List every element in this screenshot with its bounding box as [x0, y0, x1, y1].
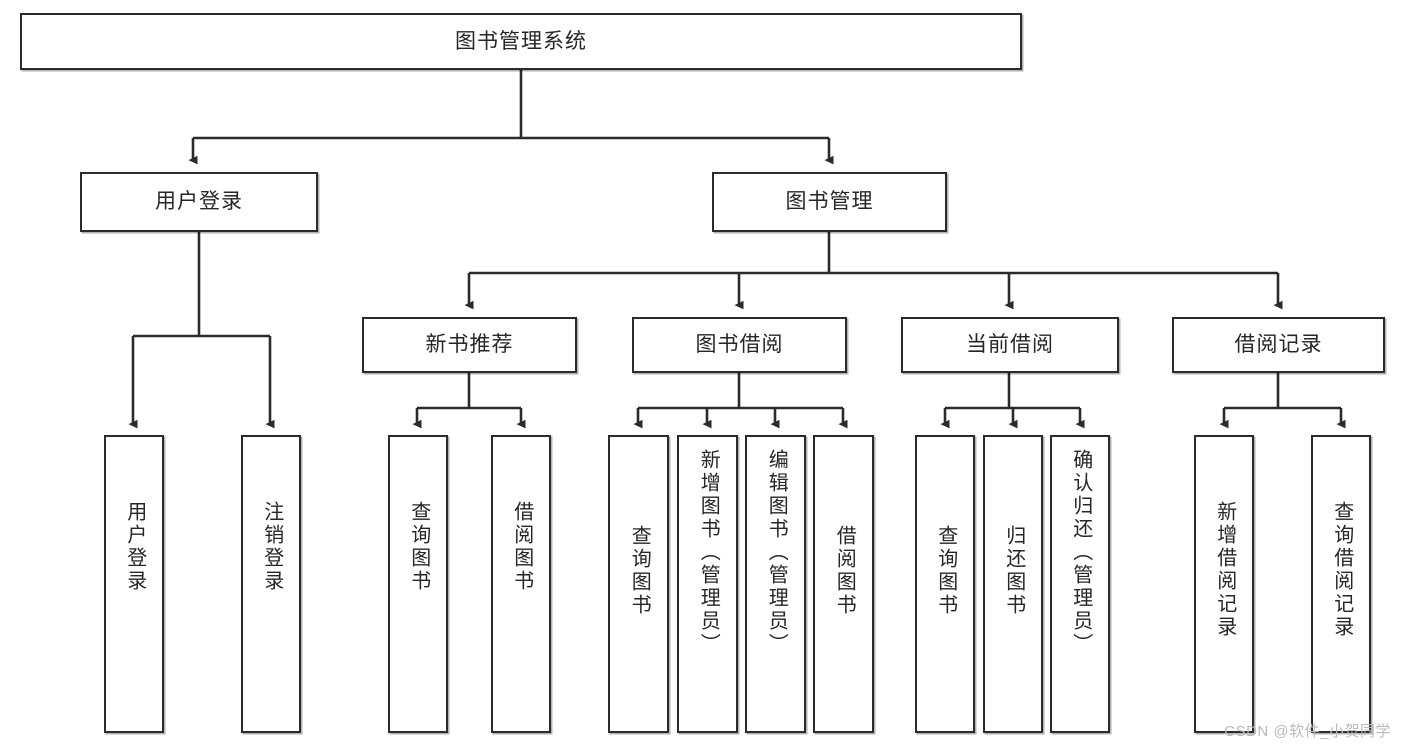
node-leaf-borrow-book-1-label: 借阅图书 — [510, 501, 533, 593]
node-leaf-borrow-book-1[interactable]: 借阅图书 — [491, 435, 551, 733]
node-leaf-user-login-label: 用户登录 — [123, 501, 146, 593]
node-current-borrow[interactable]: 当前借阅 — [901, 317, 1119, 373]
watermark: CSDN @软件_小贺同学 — [1224, 723, 1391, 740]
node-leaf-edit-book-label: 编辑图书（管理员） — [765, 449, 788, 656]
node-book-manage[interactable]: 图书管理 — [712, 172, 947, 232]
node-book-manage-label: 图书管理 — [785, 190, 874, 214]
node-book-borrow-label: 图书借阅 — [695, 333, 784, 357]
node-borrow-record-label: 借阅记录 — [1234, 333, 1323, 357]
node-leaf-query-book-3-label: 查询图书 — [934, 525, 957, 617]
node-leaf-query-book-3[interactable]: 查询图书 — [915, 435, 975, 733]
node-leaf-query-record[interactable]: 查询借阅记录 — [1311, 435, 1371, 733]
node-leaf-add-record-label: 新增借阅记录 — [1213, 501, 1236, 639]
node-leaf-query-record-label: 查询借阅记录 — [1330, 501, 1353, 639]
node-root[interactable]: 图书管理系统 — [20, 13, 1022, 70]
node-new-book-recommend-label: 新书推荐 — [425, 333, 514, 357]
connectors — [128, 70, 1346, 429]
node-current-borrow-label: 当前借阅 — [966, 333, 1054, 357]
node-new-book-recommend[interactable]: 新书推荐 — [362, 317, 577, 373]
node-borrow-record[interactable]: 借阅记录 — [1172, 317, 1385, 373]
node-leaf-return-book[interactable]: 归还图书 — [983, 435, 1043, 733]
node-leaf-query-book-1[interactable]: 查询图书 — [388, 435, 448, 733]
node-leaf-return-book-label: 归还图书 — [1002, 525, 1025, 617]
node-leaf-query-book-1-label: 查询图书 — [407, 501, 430, 593]
node-leaf-logout[interactable]: 注销登录 — [241, 435, 301, 733]
node-leaf-add-record[interactable]: 新增借阅记录 — [1194, 435, 1254, 733]
node-root-label: 图书管理系统 — [455, 29, 587, 53]
node-leaf-add-book-label: 新增图书（管理员） — [697, 449, 720, 656]
node-leaf-borrow-book-2-label: 借阅图书 — [833, 525, 856, 617]
node-leaf-add-book[interactable]: 新增图书（管理员） — [677, 435, 738, 733]
node-leaf-edit-book[interactable]: 编辑图书（管理员） — [745, 435, 806, 733]
node-leaf-confirm-return-label: 确认归还（管理员） — [1069, 449, 1092, 656]
node-leaf-user-login[interactable]: 用户登录 — [104, 435, 164, 733]
node-leaf-borrow-book-2[interactable]: 借阅图书 — [813, 435, 874, 733]
node-leaf-logout-label: 注销登录 — [260, 501, 283, 593]
node-user-login-label: 用户登录 — [155, 190, 243, 214]
node-leaf-confirm-return[interactable]: 确认归还（管理员） — [1050, 435, 1110, 733]
node-book-borrow[interactable]: 图书借阅 — [632, 317, 847, 373]
node-leaf-query-book-2[interactable]: 查询图书 — [608, 435, 669, 733]
node-user-login[interactable]: 用户登录 — [80, 172, 318, 232]
node-leaf-query-book-2-label: 查询图书 — [628, 525, 651, 617]
